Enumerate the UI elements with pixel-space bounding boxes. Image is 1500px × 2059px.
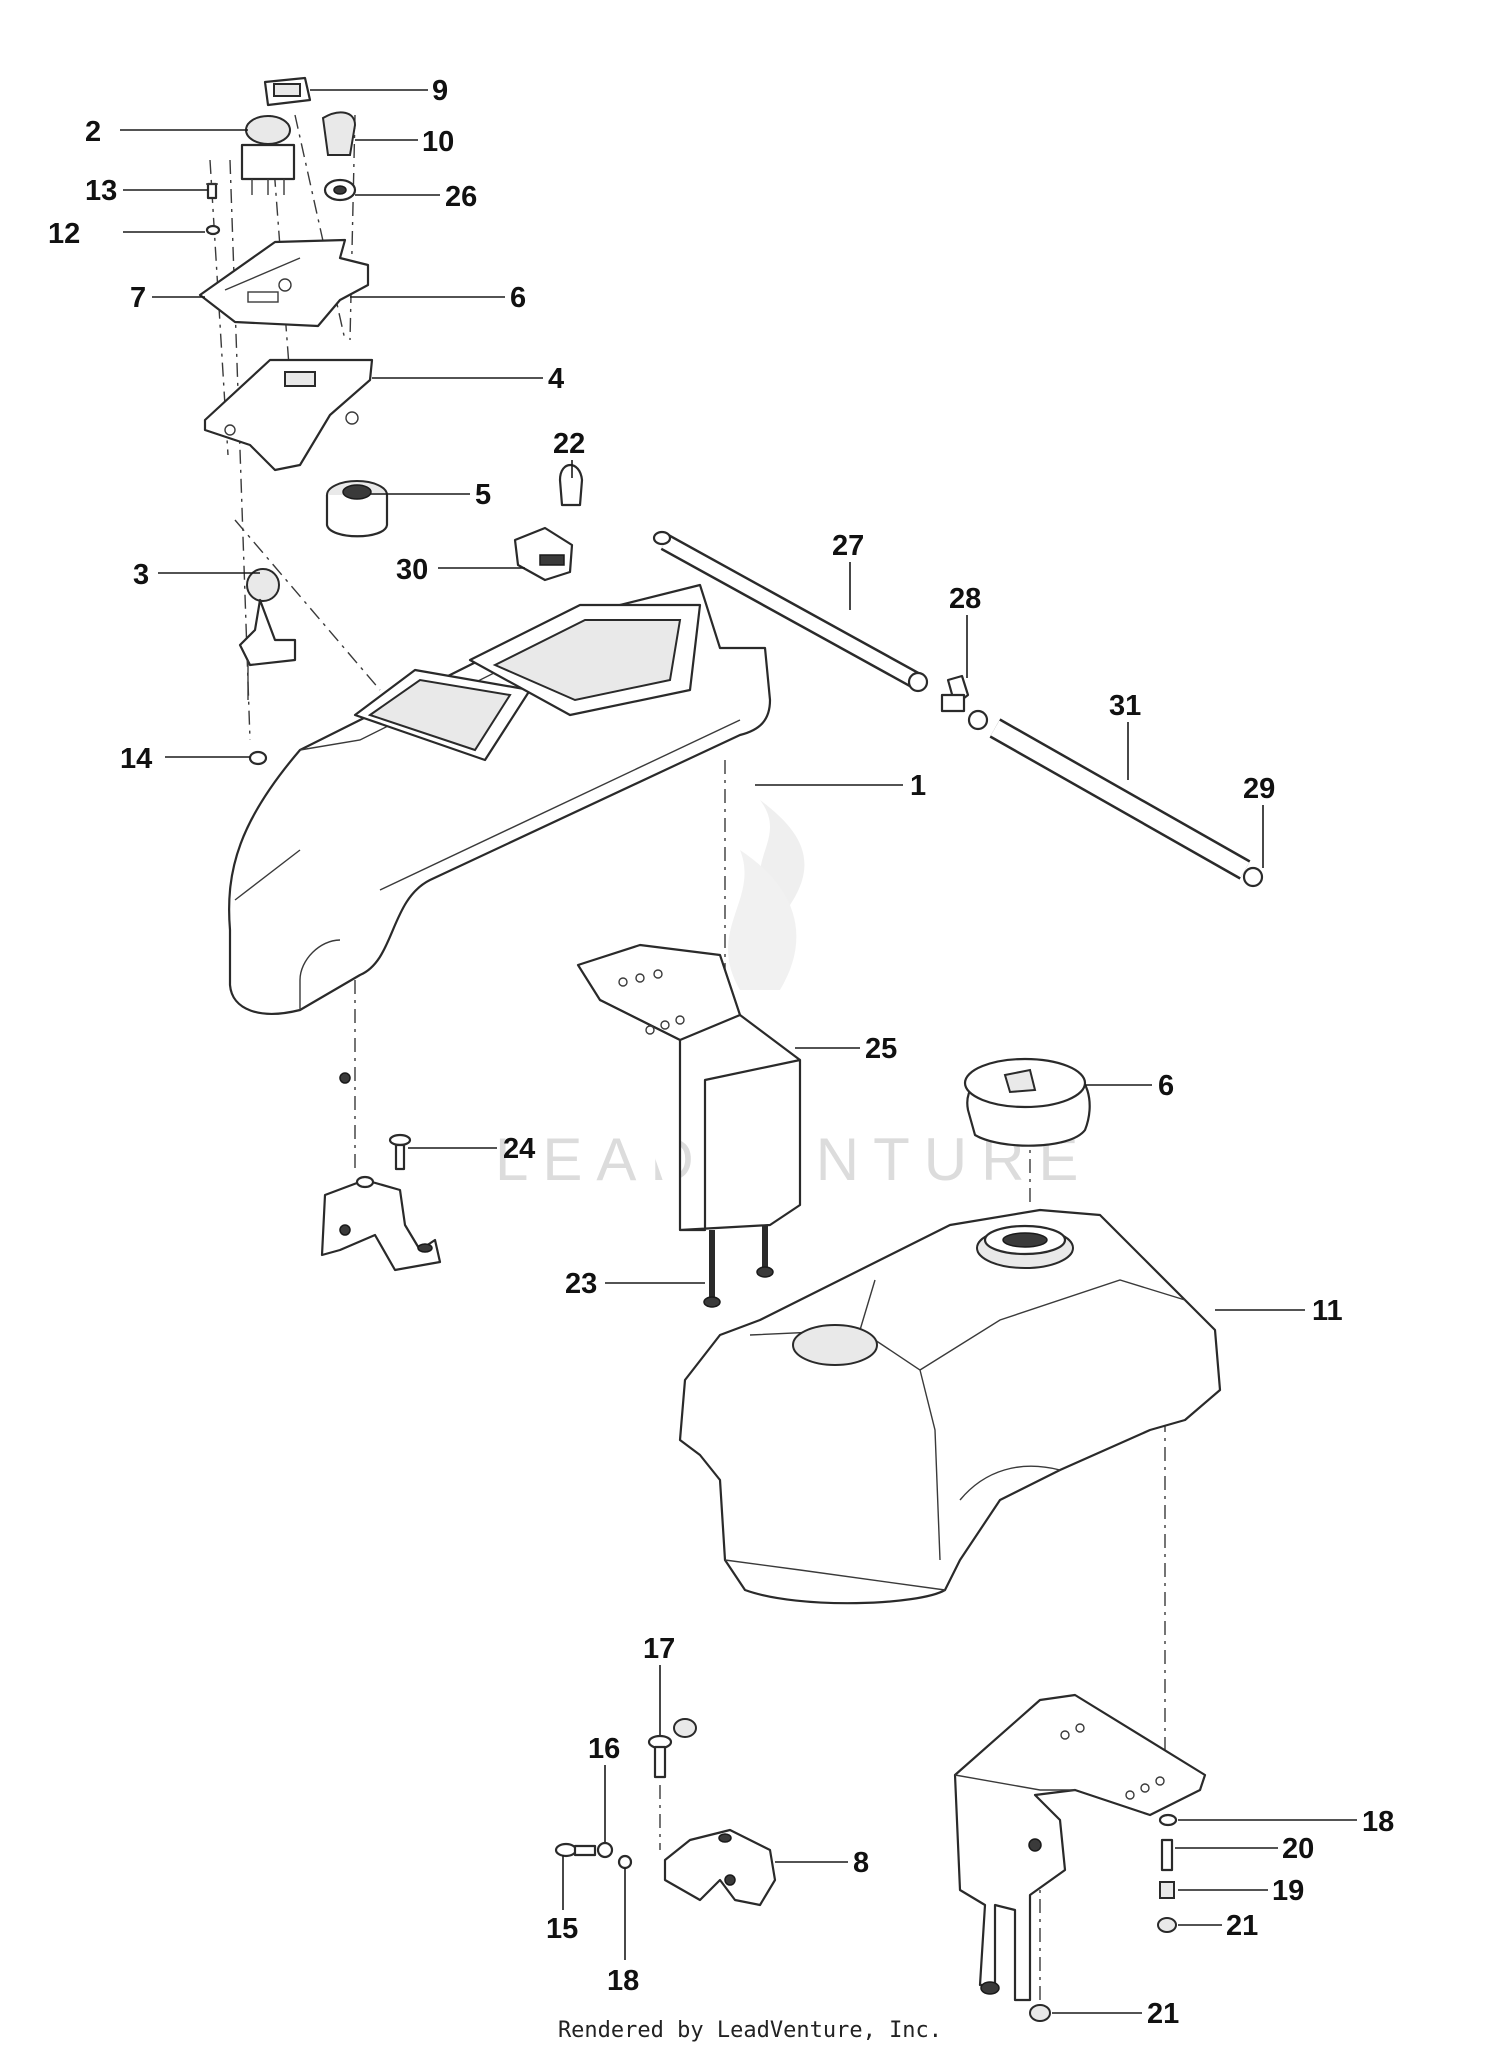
part-4-mount-plate xyxy=(203,358,374,472)
part-25-console-bracket xyxy=(576,943,802,1232)
callout-16: 16 xyxy=(588,1733,620,1765)
callout-11: 11 xyxy=(1312,1295,1343,1327)
callout-22: 22 xyxy=(553,428,585,460)
part-31-fuel-line xyxy=(989,718,1251,880)
callout-7: 7 xyxy=(130,282,146,314)
callout-15: 15 xyxy=(546,1913,578,1945)
callout-24: 24 xyxy=(503,1133,535,1165)
part-1-console-housing xyxy=(228,583,772,1084)
leader-lines xyxy=(120,89,1357,2014)
callout-20: 20 xyxy=(1282,1833,1314,1865)
part-24-bolt xyxy=(388,1133,412,1171)
part-19-spring xyxy=(1159,1881,1175,1899)
callout-17: 17 xyxy=(643,1633,675,1665)
callout-18-left: 18 xyxy=(607,1965,639,1997)
part-14-nut xyxy=(248,750,268,766)
part-11-fuel-tank xyxy=(678,1208,1222,1605)
callout-5: 5 xyxy=(475,479,491,511)
part-5-key-switch xyxy=(325,480,389,538)
callout-10: 10 xyxy=(422,126,454,158)
part-15-bolt xyxy=(554,1842,597,1858)
callout-31: 31 xyxy=(1109,690,1141,722)
part-21-nut-right xyxy=(1157,1917,1177,1933)
part-8-bracket xyxy=(663,1828,777,1907)
part-17-bolt-and-nut xyxy=(647,1718,697,1779)
callout-21-right: 21 xyxy=(1226,1910,1258,1942)
callout-6-lower: 6 xyxy=(1158,1070,1174,1102)
part-9-switch-cap xyxy=(263,76,312,107)
part-6-fuel-cap xyxy=(963,1057,1091,1147)
part-22-clip xyxy=(558,463,584,507)
part-10-knob xyxy=(321,111,357,156)
part-3-throttle-lever xyxy=(238,568,297,700)
part-21-nut-bottom xyxy=(1029,2004,1051,2022)
callout-6-upper: 6 xyxy=(510,282,526,314)
part-30-connector xyxy=(513,526,574,582)
callout-1: 1 xyxy=(910,770,926,802)
callout-29: 29 xyxy=(1243,773,1275,805)
part-16-washer xyxy=(596,1841,614,1859)
callout-12: 12 xyxy=(48,218,80,250)
callout-30: 30 xyxy=(396,554,428,586)
callout-3: 3 xyxy=(133,559,149,591)
callout-4: 4 xyxy=(548,363,564,395)
callout-25: 25 xyxy=(865,1033,897,1065)
footer-credit: Rendered by LeadVenture, Inc. xyxy=(557,2018,943,2043)
part-18-washer-right xyxy=(1158,1813,1178,1827)
callout-19: 19 xyxy=(1272,1875,1304,1907)
watermark-logo xyxy=(728,800,805,990)
callout-18-right: 18 xyxy=(1362,1806,1394,1838)
callout-13: 13 xyxy=(85,175,117,207)
callout-14: 14 xyxy=(120,743,152,775)
callout-27: 27 xyxy=(832,530,864,562)
callout-2: 2 xyxy=(85,116,101,148)
callout-8: 8 xyxy=(853,1847,869,1879)
callout-21-bottom: 21 xyxy=(1147,1998,1179,2030)
callout-23: 23 xyxy=(565,1268,597,1300)
part-20-spacer xyxy=(1160,1838,1174,1872)
part-18-washer-left xyxy=(617,1854,633,1870)
part-2-ignition-switch xyxy=(240,115,296,195)
callout-28: 28 xyxy=(949,583,981,615)
part-12-washer xyxy=(205,224,221,236)
part-7-plate xyxy=(198,238,370,328)
part-23-bolts xyxy=(703,1225,774,1308)
part-rear-tank-bracket xyxy=(953,1693,1207,2002)
part-27-fuel-line xyxy=(652,530,920,688)
part-left-bracket xyxy=(320,1175,442,1272)
callout-9: 9 xyxy=(432,75,448,107)
part-26-nut xyxy=(323,178,357,202)
part-13-screw xyxy=(206,182,218,200)
callout-labels: 9 2 10 13 26 12 7 6 4 22 5 30 27 3 28 31… xyxy=(48,75,1394,2030)
part-28-fuel-shutoff-valve xyxy=(907,671,989,731)
part-29-clamp xyxy=(1242,866,1264,888)
callout-26: 26 xyxy=(445,181,477,213)
